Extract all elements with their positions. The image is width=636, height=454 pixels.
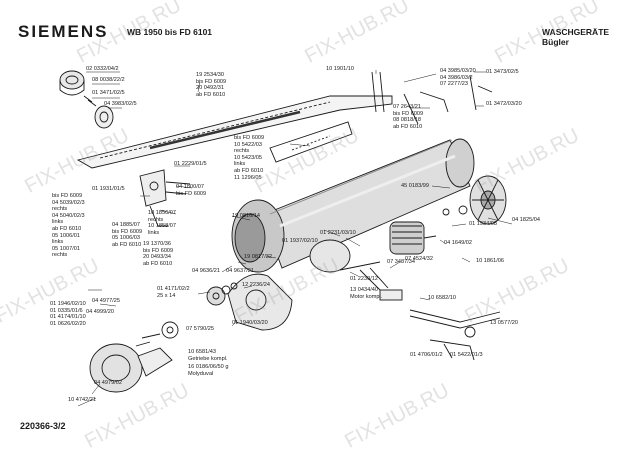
- handle-rail: [76, 71, 393, 169]
- part-label-p02: 08 0038/22/2: [92, 77, 125, 83]
- part-label-p04: 04 3983/02/5: [104, 101, 137, 107]
- leader-lines: [77, 70, 513, 407]
- part-label-p03: 01 3471/02/5: [92, 90, 125, 96]
- part-label-p06: 10 1901/10: [326, 66, 354, 72]
- part-label-p37: 04 4999/20: [86, 309, 114, 315]
- part-label-p34: 12 2236/24: [242, 282, 270, 288]
- handle-knob: [59, 70, 114, 129]
- brand-logo: SIEMENS: [18, 22, 109, 41]
- part-label-p36: 04 4977/25: [92, 298, 120, 304]
- part-label-p41: 10 6582/10: [428, 295, 456, 301]
- ironing-roller: [231, 138, 475, 273]
- part-label-p21: 01 1937/02/10: [282, 238, 318, 244]
- part-label-p27: 07 4524/32: [405, 256, 433, 262]
- part-label-p20: 01 2231/03/10: [320, 230, 356, 236]
- power-cable: [359, 267, 501, 361]
- category-title: WASCHGERÄTE: [542, 27, 610, 37]
- part-label-p42: 13 0577/20: [490, 320, 518, 326]
- part-label-p01: 02 0332/04/2: [86, 66, 119, 72]
- control-knob: [89, 321, 179, 393]
- part-label-p14: 01 1931/01/5: [92, 186, 125, 192]
- part-label-p46: 01 4706/01/2: [410, 352, 443, 358]
- category-subtitle: Bügler: [542, 37, 569, 47]
- part-label-p08: 01 3473/02/5: [486, 69, 519, 75]
- part-label-p32: 04 9636/21: [192, 268, 220, 274]
- part-label-p28: 07 3487/34: [387, 259, 415, 265]
- part-label-p23: 01 1934/08: [469, 221, 497, 227]
- part-label-p29: 10 1861/06: [476, 258, 504, 264]
- part-label-p30: 01 2230/12: [350, 276, 378, 282]
- gearbox: [206, 273, 293, 331]
- part-label-p45: 04 4979/02: [94, 380, 122, 386]
- part-label-p19: 19 0816/14: [232, 213, 260, 219]
- part-label-p10: 01 3472/03/20: [486, 101, 522, 107]
- part-label-p47: 01 5422/01/3: [450, 352, 483, 358]
- part-label-p40: 07 5790/25: [186, 326, 214, 332]
- part-label-p12: 01 2229/01/5: [174, 161, 207, 167]
- motor-assembly: [309, 221, 437, 273]
- heating-shoe: [269, 75, 493, 163]
- document-id: 220366-3/2: [20, 421, 66, 431]
- part-label-p33: 04 9637/21: [226, 268, 254, 274]
- part-label-p48: 10 4742/21: [68, 397, 96, 403]
- part-label-p22: 04 1825/04: [512, 217, 540, 223]
- model-range: WB 1950 bis FD 6101: [127, 27, 213, 37]
- part-label-p26: 19 0817/32: [244, 254, 272, 260]
- part-label-p39: 01 1940/03/20: [232, 320, 268, 326]
- fan-wheel: [442, 175, 507, 225]
- part-label-p13: 45 0183/99: [401, 183, 429, 189]
- part-label-p24: 04 1649/02: [444, 240, 472, 246]
